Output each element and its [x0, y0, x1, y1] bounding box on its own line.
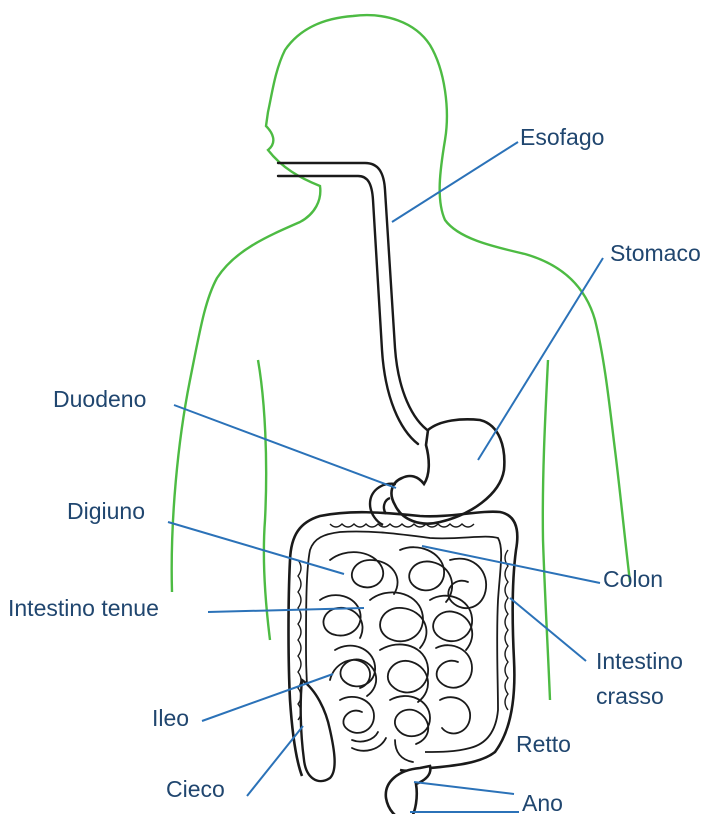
cecum [301, 680, 335, 781]
leader-stomaco [478, 258, 603, 460]
label-cieco: Cieco [166, 776, 225, 803]
label-ileo: Ileo [152, 705, 189, 732]
leader-duodeno [174, 405, 396, 488]
label-ano: Ano [522, 790, 563, 817]
label-intestino-crasso-line2: crasso [596, 683, 664, 710]
leader-digiuno [168, 522, 344, 574]
colon-inner-wall [306, 531, 501, 760]
small-intestine [320, 547, 486, 762]
label-duodeno: Duodeno [53, 386, 146, 413]
leader-lines [168, 142, 603, 812]
label-stomaco: Stomaco [610, 240, 701, 267]
leader-colon [422, 546, 600, 583]
label-colon: Colon [603, 566, 663, 593]
label-digiuno: Digiuno [67, 498, 145, 525]
leader-cieco [247, 726, 303, 796]
left-arm-contour [258, 360, 270, 640]
esophagus-tube [278, 163, 430, 444]
label-intestino-crasso-line1: Intestino [596, 648, 683, 675]
leader-retto [414, 782, 514, 794]
leader-esofago [392, 142, 518, 222]
label-retto: Retto [516, 731, 571, 758]
leader-intestino-tenue [208, 608, 364, 612]
colon-haustra-right [505, 550, 508, 710]
label-esofago: Esofago [520, 124, 604, 151]
colon-haustra-top [330, 524, 474, 527]
label-intestino-tenue: Intestino tenue [8, 595, 159, 622]
right-arm-contour [543, 360, 550, 700]
rectum [386, 766, 431, 814]
